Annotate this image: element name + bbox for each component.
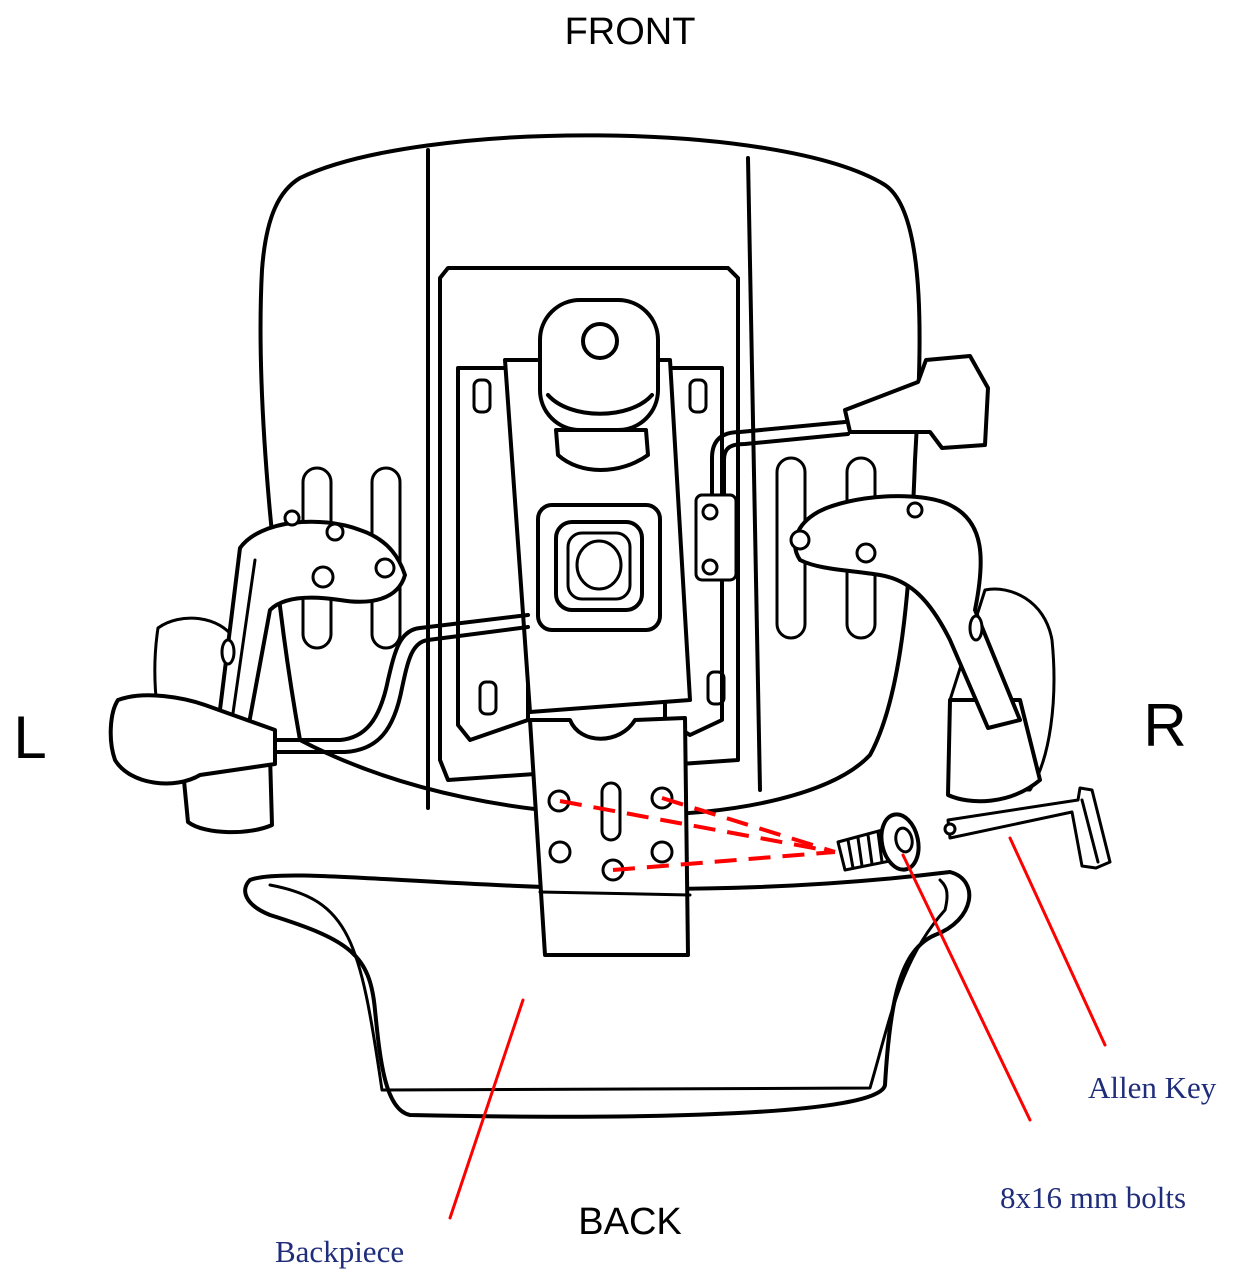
back-label: BACK xyxy=(578,1201,681,1243)
allen-key-leader xyxy=(1008,836,1107,1047)
backpiece-leader xyxy=(448,998,525,1220)
cylinder-top xyxy=(581,322,619,360)
plate-slot xyxy=(706,670,726,706)
bolts-leader xyxy=(901,853,1032,1122)
bolts-callout: 8x16 mm bolts xyxy=(1000,1180,1186,1215)
guide-line xyxy=(612,850,836,872)
plate-slot xyxy=(472,378,492,414)
lever-handle xyxy=(843,354,990,450)
guide-line xyxy=(559,799,836,854)
right-armrest xyxy=(789,494,1056,804)
tilt-mechanism xyxy=(503,298,692,714)
left-armrest xyxy=(108,509,407,835)
left-lever-knob xyxy=(108,693,277,786)
assembly-guides xyxy=(559,796,836,872)
height-lever xyxy=(273,613,530,754)
right-side-label: R xyxy=(1143,692,1186,759)
gas-cylinder xyxy=(538,298,660,432)
bolt-hole xyxy=(650,840,674,864)
left-side-label: L xyxy=(13,704,46,771)
plate-slot xyxy=(478,680,498,716)
callout-lines xyxy=(448,836,1107,1220)
tension-lever xyxy=(694,354,990,582)
backpiece-callout: Backpiece xyxy=(275,1234,404,1269)
allen-key-callout: Allen Key xyxy=(1088,1070,1217,1105)
bolt xyxy=(836,812,921,872)
guide-line xyxy=(661,796,836,854)
front-label: FRONT xyxy=(565,11,696,53)
allen-key xyxy=(943,786,1112,870)
plate-slot xyxy=(688,378,708,414)
bolt-hole xyxy=(548,840,572,864)
backpiece xyxy=(243,716,972,1119)
